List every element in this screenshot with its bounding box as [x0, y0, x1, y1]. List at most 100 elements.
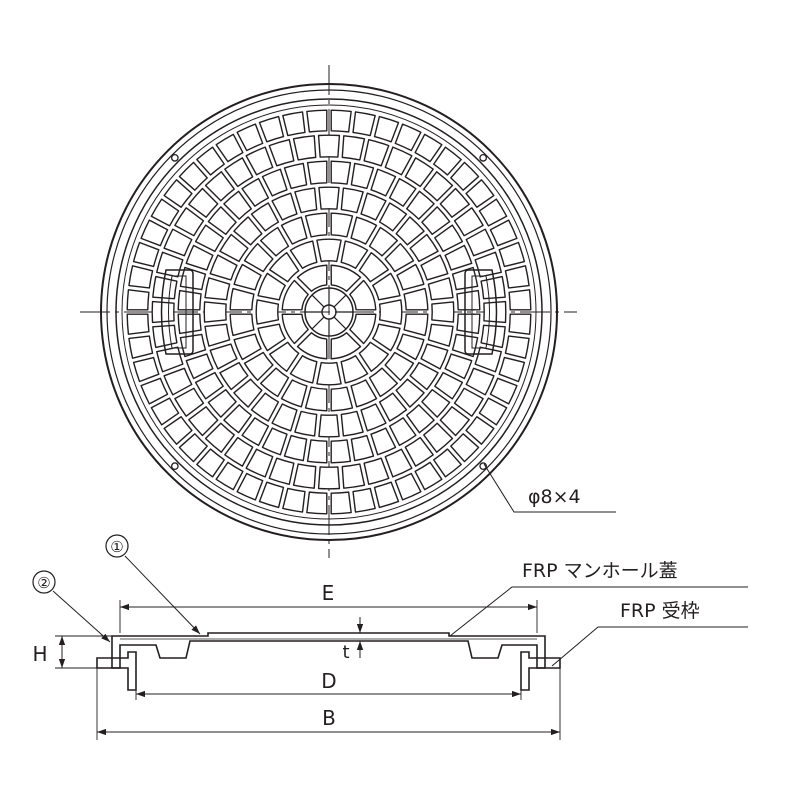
tile-ring-5	[241, 417, 270, 447]
tile-ring-4	[271, 403, 298, 432]
frame-outer-rim	[100, 83, 558, 541]
cover-section	[111, 632, 546, 669]
tile-ring-3	[243, 351, 274, 382]
tile-ring-5	[456, 313, 481, 335]
tile-ring-7	[282, 111, 306, 137]
tile-ring-7	[352, 111, 376, 137]
tile-ring-6	[439, 406, 470, 437]
tile-ring-7	[128, 335, 154, 359]
tile-ring-5	[444, 244, 473, 271]
tile-ring-6	[453, 207, 484, 237]
tile-ring-1	[281, 313, 309, 345]
tile-ring-6	[163, 228, 193, 257]
tile-ring-2	[358, 252, 389, 283]
tile-ring-7	[450, 433, 480, 463]
tile-ring-3	[233, 263, 262, 291]
tile-ring-7	[140, 377, 169, 405]
tile-ring-5	[177, 289, 202, 311]
tile-ring-3	[350, 216, 378, 245]
tile-ring-7	[215, 133, 244, 163]
hole-note-leader	[483, 463, 616, 513]
tile-ring-7	[465, 416, 495, 445]
tile-ring-5	[388, 177, 417, 207]
tile-ring-7	[215, 461, 244, 491]
tile-ring-3	[396, 333, 425, 361]
part-2-leader	[52, 590, 111, 643]
tile-ring-7	[465, 179, 495, 208]
tile-ring-6	[204, 171, 235, 202]
tile-ring-3	[368, 226, 399, 257]
tile-ring-5	[456, 289, 481, 311]
tile-ring-5	[283, 162, 308, 190]
tile-ring-7	[196, 146, 225, 176]
tile-ring-5	[177, 313, 202, 335]
tile-ring-5	[406, 404, 435, 434]
tile-ring-2	[340, 355, 369, 384]
tile-ring-3	[330, 212, 354, 238]
tile-ring-7	[140, 219, 169, 247]
tile-ring-7	[150, 397, 180, 426]
tile-ring-2	[316, 238, 342, 263]
tile-ring-3	[229, 313, 255, 337]
part-2-label: ②	[37, 574, 50, 592]
tile-ring-7	[178, 433, 208, 463]
tile-ring-3	[304, 212, 328, 238]
tile-ring-4	[360, 192, 387, 221]
tile-ring-5	[241, 177, 270, 207]
tile-ring-7	[373, 115, 400, 143]
tile-ring-7	[132, 356, 160, 383]
tile-ring-4	[318, 414, 340, 438]
tile-ring-4	[219, 233, 249, 263]
tile-ring-6	[245, 448, 274, 478]
tile-ring-6	[363, 457, 390, 485]
tile-ring-6	[384, 448, 413, 478]
tile-ring-5	[194, 371, 224, 400]
tile-ring-4	[204, 323, 231, 347]
tile-ring-6	[404, 157, 434, 188]
tile-ring-1	[281, 279, 309, 311]
bolt-hole	[171, 462, 179, 470]
tile-ring-5	[306, 160, 328, 185]
tile-ring-6	[474, 251, 502, 278]
part-2-circle	[32, 570, 56, 594]
tile-ring-7	[258, 115, 285, 143]
tile-ring-4	[271, 192, 298, 221]
tile-ring-7	[414, 133, 443, 163]
center-boss	[321, 304, 337, 320]
tile-ring-7	[478, 198, 508, 227]
tile-ring-4	[294, 187, 318, 214]
dim-H-label: H	[32, 642, 47, 666]
tile-ring-6	[174, 387, 205, 417]
tile-ring-6	[174, 207, 205, 237]
tile-ring-3	[384, 242, 415, 273]
tile-ring-7	[178, 161, 208, 191]
tile-ring-4	[250, 392, 280, 422]
tile-ring-3	[259, 367, 290, 398]
tile-ring-4	[250, 202, 280, 232]
tile-ring-2	[255, 299, 280, 325]
tile-ring-5	[434, 224, 464, 253]
right-handle-recess	[464, 269, 498, 355]
tile-ring-5	[306, 439, 328, 464]
cover-label: FRP マンホール蓋	[522, 560, 678, 582]
hub-spoke	[333, 316, 347, 330]
tile-ring-2	[358, 341, 389, 372]
tile-ring-6	[151, 300, 175, 324]
tile-ring-6	[224, 436, 254, 467]
tile-pattern	[126, 109, 532, 515]
tile-ring-3	[280, 216, 308, 245]
part-1-circle	[105, 534, 129, 558]
tile-ring-1	[296, 332, 328, 360]
tile-ring-7	[128, 265, 154, 289]
tile-ring-2	[269, 341, 300, 372]
tile-ring-3	[280, 379, 308, 408]
tile-ring-5	[406, 190, 435, 220]
bolt-holes	[171, 154, 487, 470]
hub-spokes	[305, 288, 353, 336]
tile-ring-3	[243, 242, 274, 273]
tile-ring-7	[373, 481, 400, 509]
tile-ring-6	[317, 466, 341, 490]
right-handle-inner	[471, 275, 490, 349]
tile-ring-7	[150, 198, 180, 227]
tile-ring-4	[219, 361, 249, 391]
